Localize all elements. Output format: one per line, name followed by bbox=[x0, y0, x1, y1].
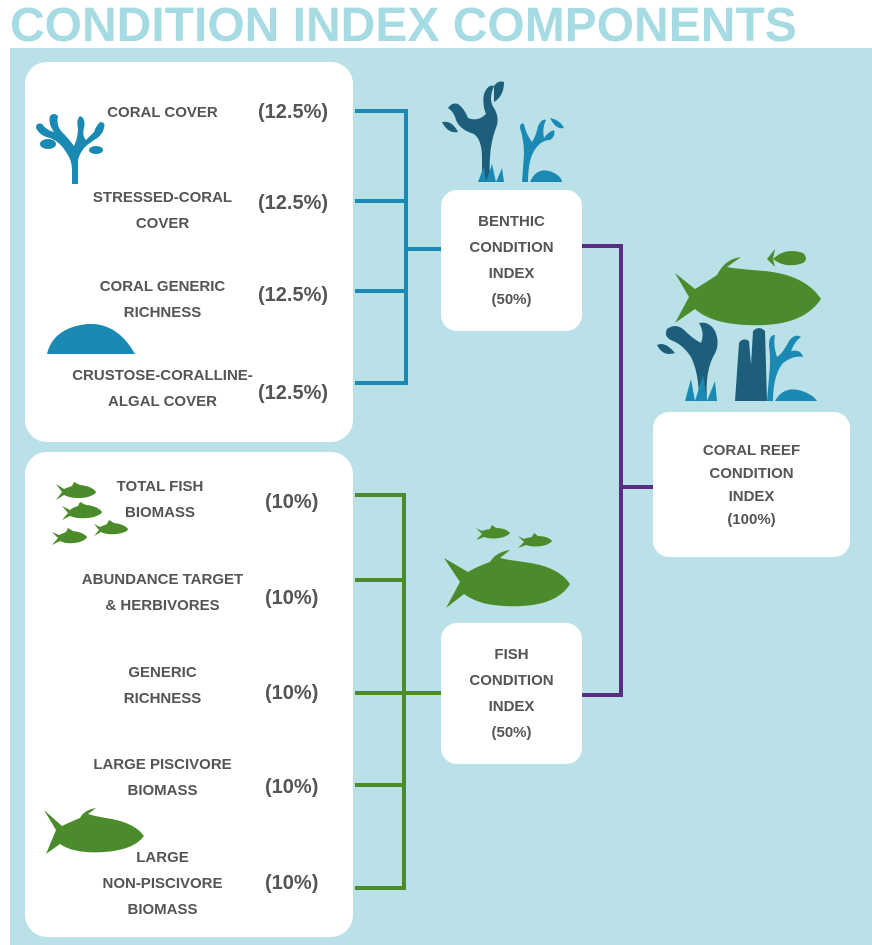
benthic-label-coral-cover: CORAL COVER bbox=[107, 104, 218, 121]
benthic-corals-icon bbox=[442, 81, 564, 182]
branching-coral-icon bbox=[36, 114, 105, 184]
large-fish-icon bbox=[44, 808, 144, 854]
benthic-label-cca-cover: CRUSTOSE-CORALLINE-ALGAL COVER bbox=[72, 367, 253, 410]
benthic-percent-coral-generic-richness: (12.5%) bbox=[258, 284, 329, 306]
small-fish bbox=[767, 249, 806, 267]
fish-percent-large-non-piscivore: (10%) bbox=[265, 872, 319, 894]
fish-group-icon bbox=[444, 525, 570, 608]
fish-percent-large-piscivore: (10%) bbox=[265, 776, 319, 798]
benthic-connectors bbox=[355, 109, 441, 385]
fish-percent-generic-richness: (10%) bbox=[265, 682, 319, 704]
jack-fish bbox=[675, 257, 821, 326]
fish-connectors bbox=[355, 493, 441, 890]
fish-percent-total-biomass: (10%) bbox=[265, 491, 319, 513]
benthic-percent-stressed-coral-cover: (12.5%) bbox=[258, 192, 329, 214]
overall-connectors bbox=[582, 244, 653, 697]
fish-percent-abundance-target: (10%) bbox=[265, 587, 319, 609]
coralline-algae-icon bbox=[47, 323, 135, 354]
fish-school-icon bbox=[52, 482, 128, 545]
benthic-percent-coral-cover: (12.5%) bbox=[258, 101, 329, 123]
benthic-percent-cca-cover: (12.5%) bbox=[258, 382, 329, 404]
page-title: CONDITION INDEX COMPONENTS bbox=[10, 0, 797, 52]
fish-label-abundance-target: ABUNDANCE TARGET& HERBIVORES bbox=[81, 571, 244, 614]
reef-scene-icon bbox=[657, 249, 821, 401]
